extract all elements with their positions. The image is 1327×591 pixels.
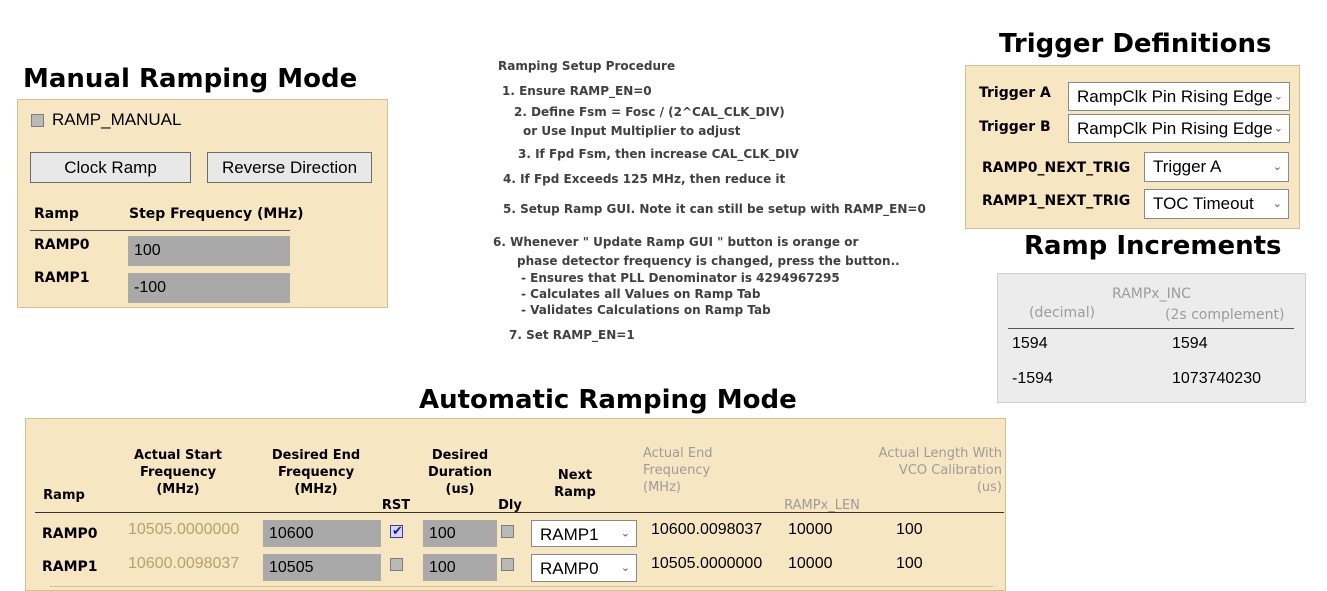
manual-header-divider — [30, 230, 290, 231]
chevron-down-icon: ⌄ — [620, 562, 630, 574]
procedure-step: - Ensures that PLL Denominator is 429496… — [521, 271, 840, 285]
step-frequency-ramp0-input[interactable]: 100 — [128, 236, 290, 266]
desired-end-frequency-input[interactable]: 10505 — [263, 554, 381, 581]
trigger-b-label: Trigger B — [979, 119, 1051, 135]
ramp-manual-label: RAMP_MANUAL — [52, 110, 182, 129]
auto-col-dly: Dly — [498, 498, 522, 513]
chevron-down-icon: ⌄ — [1273, 90, 1283, 102]
increment-2s-value: 1073740230 — [1172, 370, 1261, 387]
procedure-title: Ramping Setup Procedure — [498, 59, 676, 73]
auto-col-duration: Desired Duration (us) — [427, 448, 493, 497]
procedure-step: 6. Whenever " Update Ramp GUI " button i… — [493, 235, 859, 249]
next-ramp-select[interactable]: RAMP0 ⌄ — [531, 554, 637, 582]
desired-duration-input[interactable]: 100 — [423, 554, 497, 581]
clock-ramp-button[interactable]: Clock Ramp — [30, 152, 191, 183]
trigger-b-value: RampClk Pin Rising Edge — [1077, 119, 1273, 138]
increment-2s-value: 1594 — [1172, 335, 1208, 352]
ramp-increments-panel: RAMPx_INC (decimal) (2s complement) 1594… — [997, 273, 1306, 403]
auto-col-actual-length: Actual Length With VCO Calibration (us) — [878, 446, 1002, 495]
procedure-step: 4. If Fpd Exceeds 125 MHz, then reduce i… — [503, 172, 786, 186]
ramp0-next-trig-value: Trigger A — [1153, 157, 1222, 176]
auto-col-rst: RST — [381, 498, 411, 513]
procedure-step: 1. Ensure RAMP_EN=0 — [502, 84, 652, 98]
auto-col-next-ramp: Next Ramp — [554, 468, 596, 500]
actual-end-frequency: 10600.0098037 — [651, 521, 763, 538]
ramp1-next-trig-select[interactable]: TOC Timeout ⌄ — [1144, 189, 1289, 219]
actual-start-frequency: 10600.0098037 — [128, 555, 240, 572]
auto-row-name: RAMP1 — [42, 559, 98, 575]
auto-bottom-divider — [50, 586, 993, 587]
manual-col-ramp: Ramp — [34, 206, 79, 222]
procedure-step: 7. Set RAMP_EN=1 — [509, 328, 635, 342]
manual-ramping-title: Manual Ramping Mode — [23, 64, 358, 94]
desired-end-frequency-input[interactable]: 10600 — [263, 520, 381, 547]
auto-col-actual-end: Actual End Frequency (MHz) — [643, 446, 713, 495]
ramp-increments-title: Ramp Increments — [1024, 231, 1282, 261]
increment-decimal-value: 1594 — [1012, 335, 1048, 352]
dly-checkbox[interactable] — [501, 558, 514, 571]
trigger-definitions-title: Trigger Definitions — [999, 29, 1272, 59]
rampx-len-value: 10000 — [788, 521, 833, 538]
auto-col-start-frequency: Actual Start Frequency (MHz) — [134, 448, 222, 497]
procedure-step: 5. Setup Ramp GUI. Note it can still be … — [503, 202, 926, 216]
procedure-step: 2. Define Fsm = Fosc / (2^CAL_CLK_DIV) — [514, 105, 785, 119]
actual-end-frequency: 10505.0000000 — [651, 555, 763, 572]
trigger-a-label: Trigger A — [979, 85, 1051, 101]
automatic-ramping-panel: Ramp Actual Start Frequency (MHz) Desire… — [25, 418, 1006, 591]
desired-duration-input[interactable]: 100 — [423, 520, 497, 547]
reverse-direction-button[interactable]: Reverse Direction — [207, 152, 372, 183]
auto-header-divider — [35, 512, 1004, 513]
ramp0-next-trig-select[interactable]: Trigger A ⌄ — [1144, 152, 1289, 182]
actual-length-value: 100 — [896, 521, 923, 538]
rampx-inc-header: RAMPx_INC — [1112, 286, 1191, 302]
auto-col-rampx-len: RAMPx_LEN — [784, 498, 860, 513]
procedure-step: or Use Input Multiplier to adjust — [523, 124, 741, 138]
chevron-down-icon: ⌄ — [1273, 122, 1283, 134]
ramp0-next-trig-label: RAMP0_NEXT_TRIG — [982, 160, 1131, 176]
auto-col-desired-end: Desired End Frequency (MHz) — [271, 448, 361, 497]
trigger-definitions-panel: Trigger A RampClk Pin Rising Edge ⌄ Trig… — [965, 65, 1300, 229]
next-ramp-value: RAMP1 — [540, 525, 599, 544]
col-decimal-label: (decimal) — [1029, 305, 1096, 321]
chevron-down-icon: ⌄ — [620, 527, 630, 539]
auto-row-name: RAMP0 — [42, 526, 98, 542]
ramp-manual-checkbox[interactable] — [31, 114, 44, 127]
actual-start-frequency: 10505.0000000 — [128, 521, 240, 538]
procedure-step: 3. If Fpd Fsm, then increase CAL_CLK_DIV — [518, 147, 799, 161]
auto-col-ramp: Ramp — [43, 488, 85, 503]
increment-decimal-value: -1594 — [1012, 370, 1053, 387]
ramp1-next-trig-label: RAMP1_NEXT_TRIG — [982, 193, 1131, 209]
chevron-down-icon: ⌄ — [1272, 161, 1282, 173]
manual-ramping-panel: RAMP_MANUAL Clock Ramp Reverse Direction… — [17, 99, 388, 308]
ramp1-next-trig-value: TOC Timeout — [1153, 194, 1254, 213]
manual-row-name: RAMP0 — [34, 237, 90, 253]
next-ramp-value: RAMP0 — [540, 559, 599, 578]
rst-checkbox[interactable] — [390, 523, 403, 539]
procedure-step: - Calculates all Values on Ramp Tab — [521, 287, 761, 301]
manual-col-step-frequency: Step Frequency (MHz) — [129, 206, 304, 222]
procedure-step: phase detector frequency is changed, pre… — [517, 254, 900, 268]
step-frequency-ramp1-input[interactable]: -100 — [128, 273, 290, 303]
next-ramp-select[interactable]: RAMP1 ⌄ — [531, 520, 637, 547]
actual-length-value: 100 — [896, 555, 923, 572]
rampx-len-value: 10000 — [788, 555, 833, 572]
trigger-a-select[interactable]: RampClk Pin Rising Edge ⌄ — [1068, 82, 1290, 111]
trigger-b-select[interactable]: RampClk Pin Rising Edge ⌄ — [1068, 114, 1290, 143]
automatic-ramping-title: Automatic Ramping Mode — [419, 385, 797, 415]
manual-row-name: RAMP1 — [34, 270, 90, 286]
increments-divider — [1008, 328, 1294, 329]
chevron-down-icon: ⌄ — [1272, 198, 1282, 210]
col-2s-complement-label: (2s complement) — [1165, 307, 1285, 323]
procedure-step: - Validates Calculations on Ramp Tab — [521, 303, 771, 317]
dly-checkbox[interactable] — [501, 525, 514, 538]
rst-checkbox[interactable] — [390, 558, 403, 571]
trigger-a-value: RampClk Pin Rising Edge — [1077, 87, 1273, 106]
